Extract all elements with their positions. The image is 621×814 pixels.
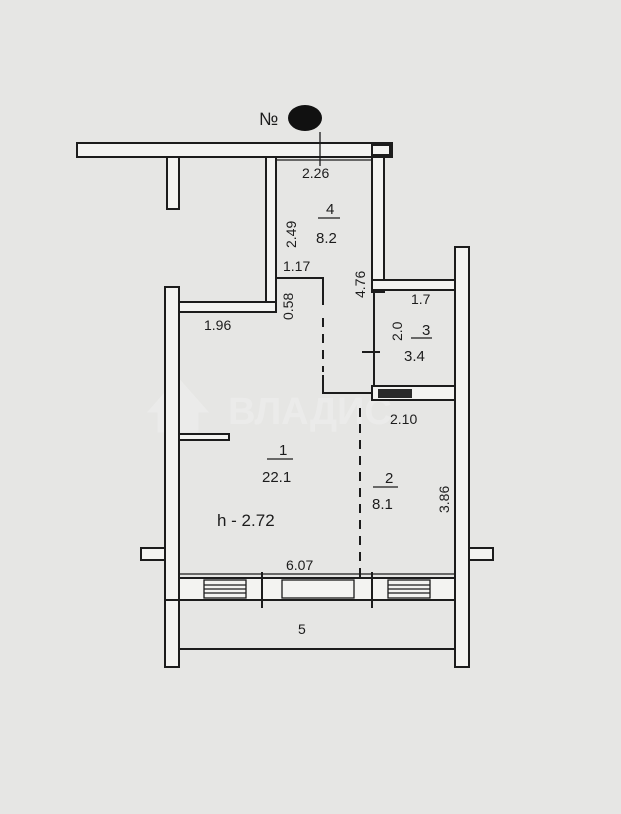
dim-1-7: 1.7 [411,291,431,307]
corridor-right-wall [371,156,385,293]
dim-3-86: 3.86 [436,486,452,513]
dim-4-76: 4.76 [352,271,368,298]
room-4-area: 8.2 [316,230,337,247]
top-parapet-wall [76,142,393,158]
top-left-wall-stub [166,156,180,210]
window-left [203,579,247,599]
dim-0-58: 0.58 [280,293,296,320]
redacted-number [288,105,322,131]
dim-1-96: 1.96 [204,317,231,333]
dim-2-10: 2.10 [390,411,417,427]
main-right-wall [454,246,470,668]
bathroom-top-wall [371,279,461,291]
dim-2-0: 2.0 [389,321,405,341]
window-middle [281,579,355,599]
dim-1-17: 1.17 [283,258,310,274]
room-2-number: 2 [385,470,393,487]
plan-number-label: № [259,109,278,129]
niche-outline [276,277,324,305]
watermark-text: ВЛАДИС [228,391,392,433]
room-3-number: 3 [422,322,430,339]
dim-5: 5 [298,621,306,637]
interior-short-partition [178,433,230,441]
ceiling-height: h - 2.72 [217,511,275,530]
right-outer-stub [468,547,494,561]
dim-2-26: 2.26 [302,165,329,181]
room-1-area: 22.1 [262,469,291,486]
watermark: ВЛАДИС [146,377,392,433]
left-outer-stub [140,547,166,561]
top-wall-marker [371,144,391,156]
window-right [387,579,431,599]
corridor-left-wall [265,156,277,303]
room-1-number: 1 [279,442,287,459]
dim-2-49: 2.49 [283,221,299,248]
room-4-number: 4 [326,201,334,218]
room-3-area: 3.4 [404,348,425,365]
balcony-left-wall [164,599,180,668]
ventilation-grille [378,389,412,398]
upper-left-partition [178,301,277,313]
corridor-inner-line [322,375,372,394]
dim-6-07: 6.07 [286,557,313,573]
room-2-area: 8.1 [372,496,393,513]
